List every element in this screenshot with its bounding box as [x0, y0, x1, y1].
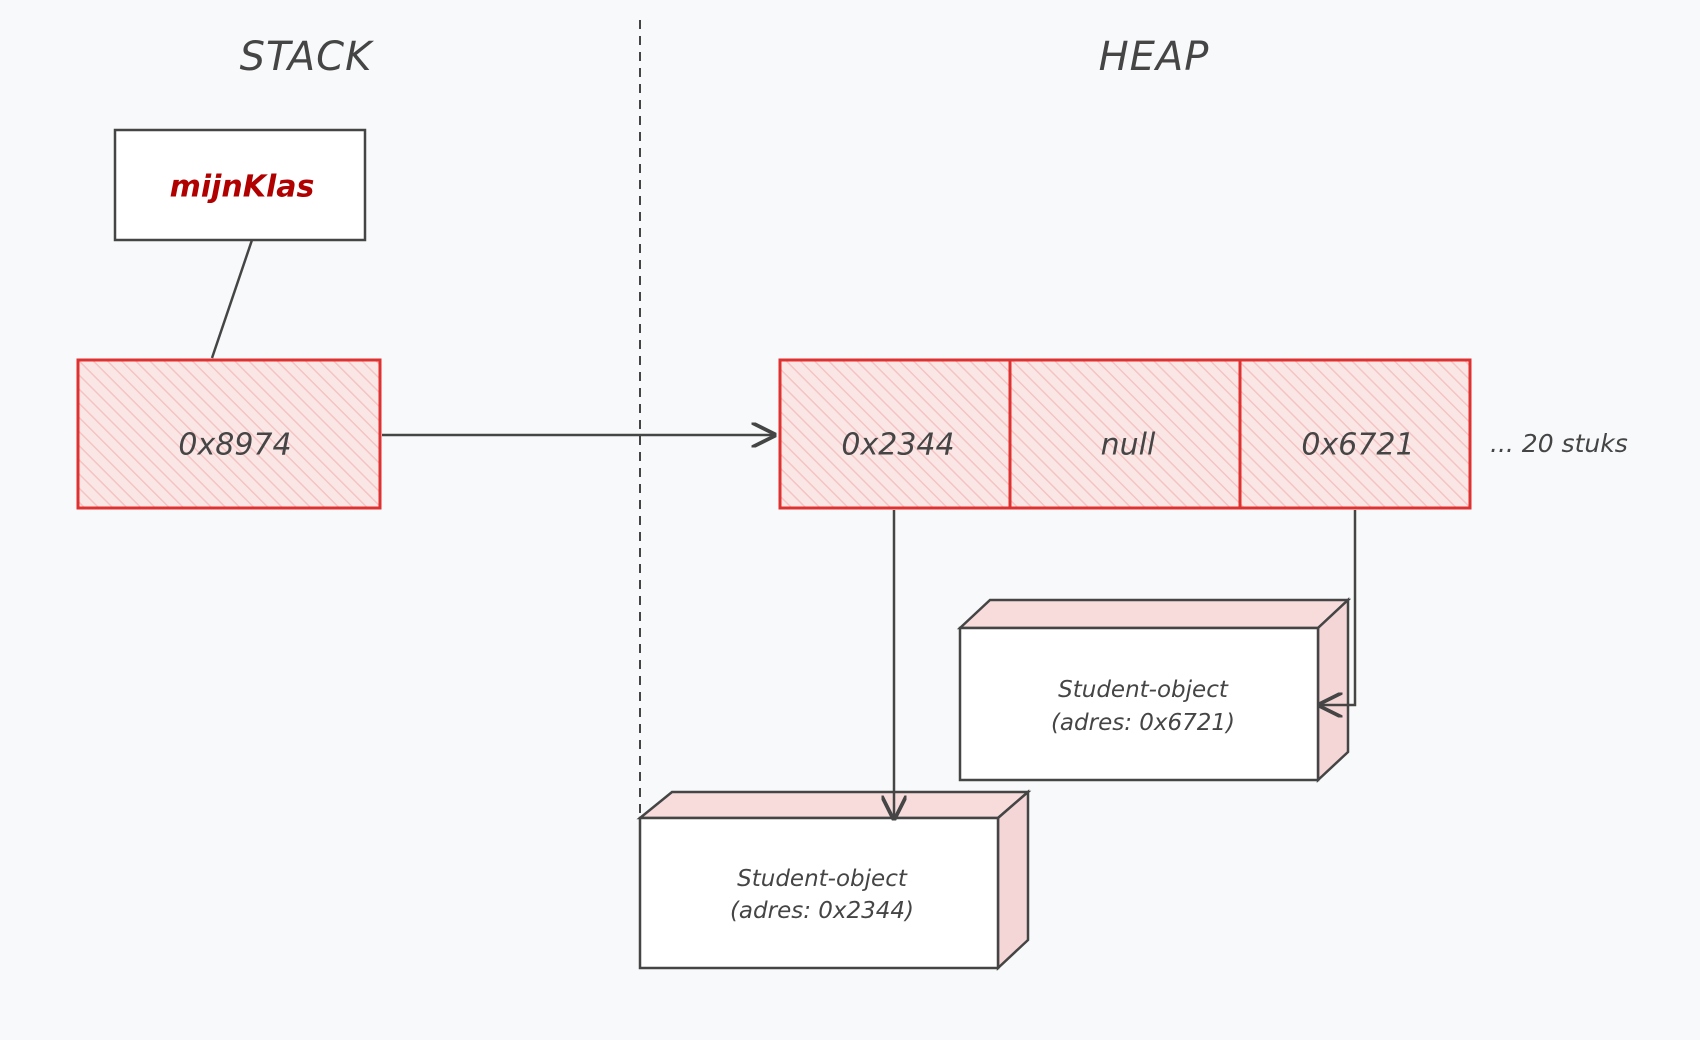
heap-array: 0x2344 null 0x6721 — [778, 358, 1472, 510]
stack-reference-box: 0x8974 — [76, 358, 382, 510]
student-object-address: (adres: 0x6721) — [1051, 710, 1235, 736]
student-object-box: Student-object (adres: 0x2344) — [636, 789, 1032, 971]
student-object-title: Student-object — [737, 866, 908, 892]
cell-to-object-arrow — [1320, 510, 1357, 705]
array-cell-value: null — [1101, 428, 1156, 463]
stack-header: STACK — [240, 34, 374, 80]
stack-reference-value: 0x8974 — [178, 428, 291, 463]
heap-header: HEAP — [1099, 34, 1210, 80]
array-cell-value: 0x2344 — [841, 428, 954, 463]
array-cell: 0x2344 — [778, 358, 1012, 510]
student-object-address: (adres: 0x2344) — [730, 898, 914, 924]
student-object-title: Student-object — [1058, 677, 1229, 703]
array-length-note: ... 20 stuks — [1490, 429, 1628, 458]
array-cell-value: 0x6721 — [1301, 428, 1414, 463]
array-cell: null — [1008, 358, 1242, 510]
name-to-reference-connector — [210, 239, 254, 359]
student-object-box: Student-object (adres: 0x6721) — [956, 597, 1352, 783]
variable-name-box: mijnKlas — [113, 128, 367, 242]
variable-name: mijnKlas — [170, 170, 315, 205]
array-cell: 0x6721 — [1238, 358, 1472, 510]
